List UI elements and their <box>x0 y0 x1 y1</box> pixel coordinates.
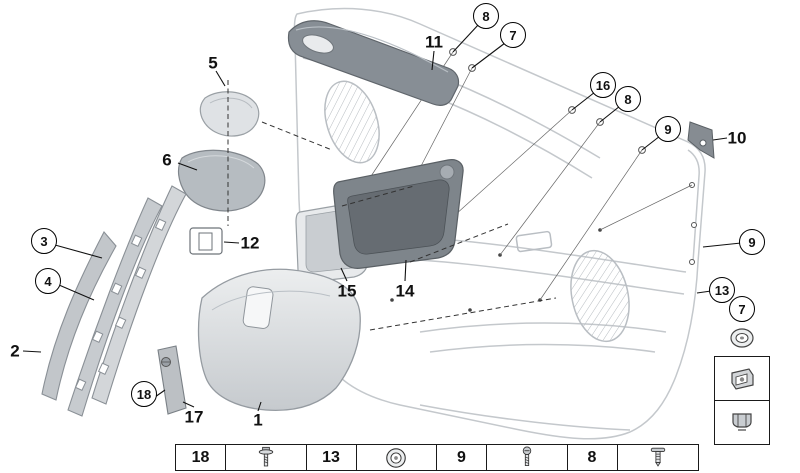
legend-icon-cell <box>487 445 568 470</box>
fastener-legend: 18 13 9 <box>175 444 699 471</box>
part-large-cover <box>177 149 266 212</box>
callout-18[interactable]: 18 <box>131 381 157 407</box>
callout-8-top[interactable]: 8 <box>473 3 499 29</box>
callout-12[interactable]: 12 <box>240 233 260 253</box>
legend-number-9[interactable]: 9 <box>437 445 487 470</box>
callout-17[interactable]: 17 <box>184 407 204 427</box>
part-door-pull <box>333 159 464 269</box>
callout-7-top[interactable]: 7 <box>500 22 526 48</box>
callout-2[interactable]: 2 <box>10 341 20 361</box>
callout-16[interactable]: 16 <box>590 72 616 98</box>
callout-14[interactable]: 14 <box>395 281 415 301</box>
callout-3[interactable]: 3 <box>31 228 57 254</box>
callout-10[interactable]: 10 <box>727 128 747 148</box>
part-mount-bracket <box>157 345 187 415</box>
legend-icon-cell <box>618 445 699 470</box>
callout-5[interactable]: 5 <box>208 53 218 73</box>
callout-7-side[interactable]: 7 <box>729 296 755 322</box>
part-carrier-strip-front <box>67 197 163 417</box>
legend-number-13[interactable]: 13 <box>307 445 357 470</box>
legend-number-18[interactable]: 18 <box>176 445 226 470</box>
callout-6[interactable]: 6 <box>162 150 172 170</box>
legend-icon-cell <box>226 445 307 470</box>
part-armrest <box>197 268 361 412</box>
assembly-axes <box>227 80 557 331</box>
grommet-icon <box>386 447 407 468</box>
fastener-side-panel: 7 <box>712 296 772 445</box>
part-small-cover <box>199 91 260 137</box>
leader-lines <box>22 23 742 412</box>
callout-11[interactable]: 11 <box>425 32 443 52</box>
callout-9-top[interactable]: 9 <box>655 116 681 142</box>
part-decor-strip <box>287 20 460 106</box>
callout-9-right[interactable]: 9 <box>739 229 765 255</box>
clip-nut-icon <box>731 367 754 390</box>
part-carrier-strip-rear <box>91 185 187 405</box>
grommet-icon <box>730 328 754 348</box>
part-lower-trim-strip <box>41 231 117 401</box>
part-clip-bracket <box>189 227 223 255</box>
expansion-rivet-icon <box>650 447 665 467</box>
callout-4[interactable]: 4 <box>35 268 61 294</box>
hex-screw-icon <box>258 446 273 467</box>
side-cell-clip-nut <box>714 356 770 401</box>
callout-15[interactable]: 15 <box>337 281 357 301</box>
legend-icon-cell <box>357 445 437 470</box>
side-cell-spring-clip <box>714 399 770 445</box>
callout-13[interactable]: 13 <box>709 277 735 303</box>
legend-number-8[interactable]: 8 <box>568 445 618 470</box>
screw-icon <box>522 446 531 466</box>
callout-8-mid[interactable]: 8 <box>615 86 641 112</box>
spring-clip-icon <box>732 413 752 431</box>
part-corner-bracket <box>687 121 715 159</box>
callout-1[interactable]: 1 <box>253 410 263 430</box>
